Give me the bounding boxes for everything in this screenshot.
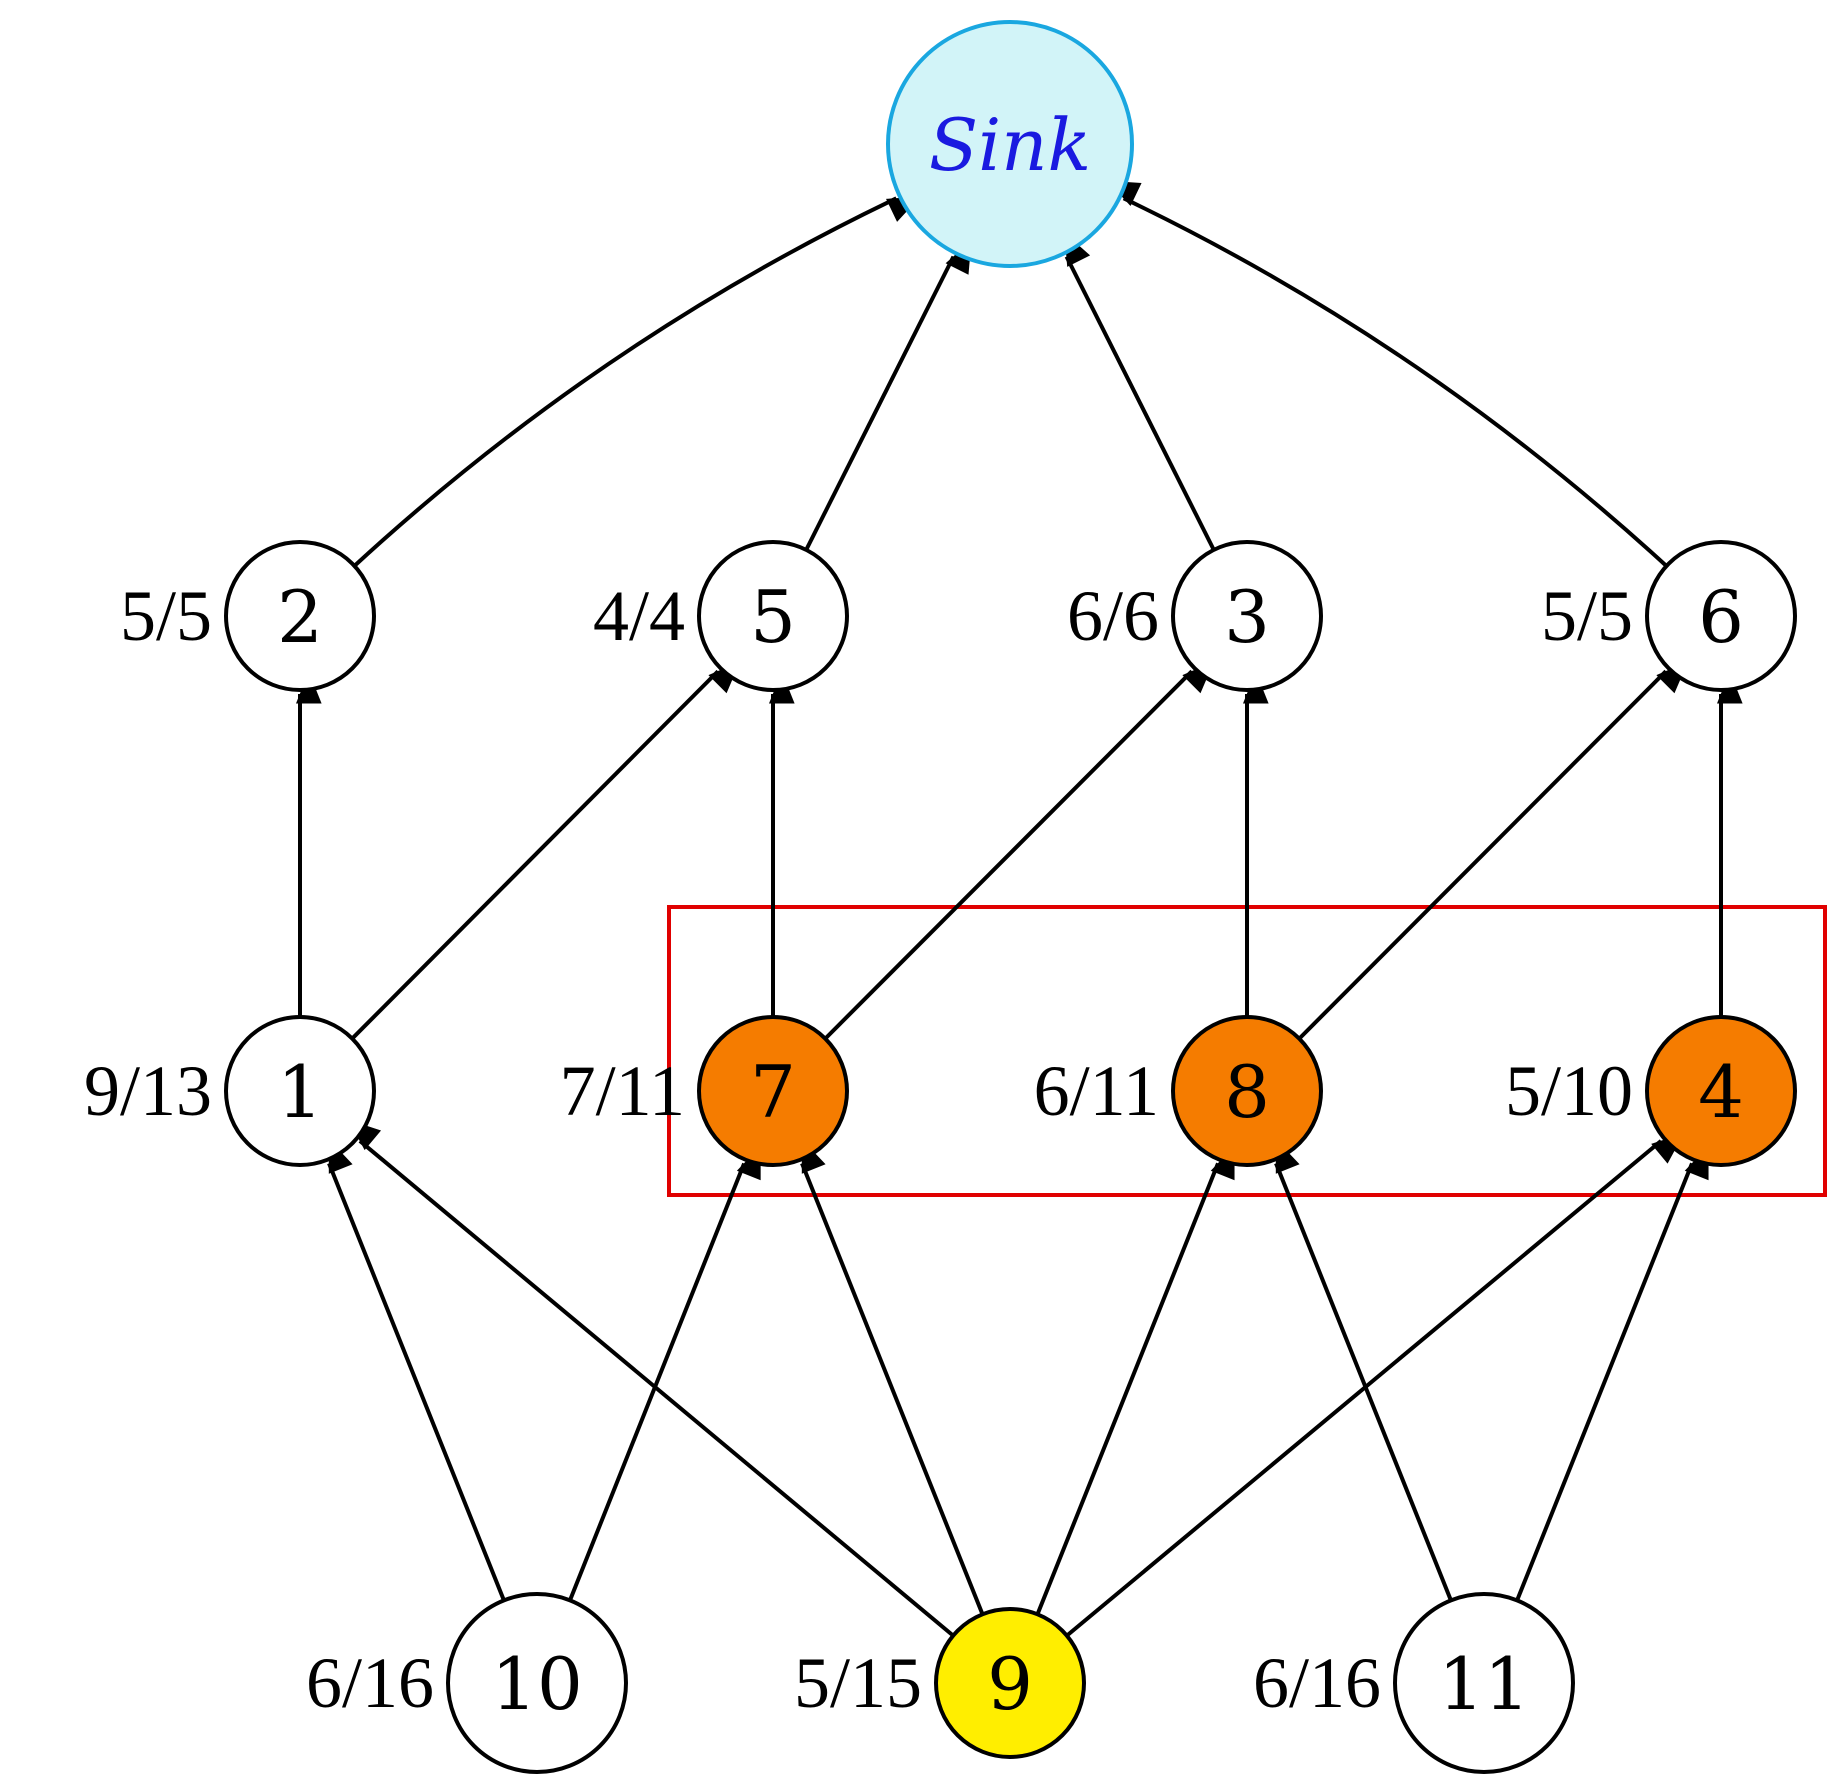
- node-circle: [886, 20, 1134, 268]
- node-ratio-label: 5/10: [1505, 1051, 1633, 1131]
- node-circle: [224, 540, 376, 692]
- edge-n1-to-n5: [350, 661, 741, 1040]
- node-circle: [224, 1015, 376, 1167]
- node-circle: [1171, 1015, 1323, 1167]
- node-10: 10 6/16: [306, 1592, 628, 1774]
- node-label: Sink: [929, 103, 1091, 187]
- node-circle: [697, 1015, 849, 1167]
- node-9: 9 5/15: [794, 1607, 1086, 1759]
- node-11: 11 6/16: [1253, 1592, 1575, 1774]
- edge-n9-to-n7: [800, 1139, 985, 1616]
- edge-n9-to-n1: [348, 1119, 955, 1638]
- node-2: 2 5/5: [120, 540, 376, 692]
- node-ratio-label: 6/16: [1253, 1643, 1381, 1723]
- edge-n5-to-sink: [804, 240, 972, 551]
- node-circle: [446, 1592, 628, 1774]
- node-label: 10: [491, 1642, 583, 1726]
- node-label: 3: [1224, 575, 1270, 659]
- node-label: 9: [987, 1642, 1033, 1726]
- edge-n8-to-n6: [1297, 661, 1689, 1041]
- sink-node: Sink: [886, 20, 1134, 268]
- node-ratio-label: 6/16: [306, 1643, 434, 1723]
- node-circle: [697, 540, 849, 692]
- node-label: 4: [1698, 1050, 1744, 1134]
- node-label: 2: [277, 575, 323, 659]
- node-label: 11: [1438, 1642, 1530, 1726]
- node-6: 6 5/5: [1541, 540, 1797, 692]
- edge-n7-to-n3: [823, 661, 1215, 1041]
- node-ratio-label: 5/15: [794, 1643, 922, 1723]
- node-label: 5: [750, 575, 796, 659]
- node-3: 3 6/6: [1067, 540, 1323, 692]
- node-ratio-label: 5/5: [120, 576, 212, 656]
- node-label: 6: [1698, 575, 1744, 659]
- node-ratio-label: 6/6: [1067, 576, 1159, 656]
- edge-n10-to-n7: [568, 1145, 761, 1602]
- edge-n2-to-sink: [353, 196, 921, 568]
- nodes-layer: Sink 2 5/5 5 4/4 3 6/6 6 5/5 1 9/13 7 7/11 8 6/11 4 5/10…: [84, 20, 1797, 1774]
- node-label: 1: [277, 1050, 323, 1134]
- node-ratio-label: 7/11: [560, 1051, 685, 1131]
- edge-n6-to-sink: [1107, 180, 1668, 568]
- node-label: 8: [1224, 1050, 1270, 1134]
- node-circle: [1171, 540, 1323, 692]
- node-circle: [934, 1607, 1086, 1759]
- node-ratio-label: 4/4: [593, 576, 685, 656]
- edge-n3-to-sink: [1064, 232, 1216, 551]
- node-7: 7 7/11: [560, 1015, 849, 1167]
- edge-n11-to-n8: [1274, 1139, 1453, 1602]
- edge-n9-to-n8: [1035, 1145, 1235, 1616]
- node-ratio-label: 6/11: [1034, 1051, 1159, 1131]
- node-ratio-label: 5/5: [1541, 576, 1633, 656]
- node-8: 8 6/11: [1034, 1015, 1323, 1167]
- node-circle: [1645, 1015, 1797, 1167]
- node-4: 4 5/10: [1505, 1015, 1797, 1167]
- edge-n11-to-n4: [1515, 1145, 1709, 1602]
- node-ratio-label: 9/13: [84, 1051, 212, 1131]
- node-5: 5 4/4: [593, 540, 849, 692]
- node-label: 7: [750, 1050, 796, 1134]
- node-circle: [1393, 1592, 1575, 1774]
- edges-layer: [296, 180, 1743, 1638]
- node-1: 1 9/13: [84, 1015, 376, 1167]
- node-circle: [1645, 540, 1797, 692]
- edge-n10-to-n1: [327, 1139, 506, 1602]
